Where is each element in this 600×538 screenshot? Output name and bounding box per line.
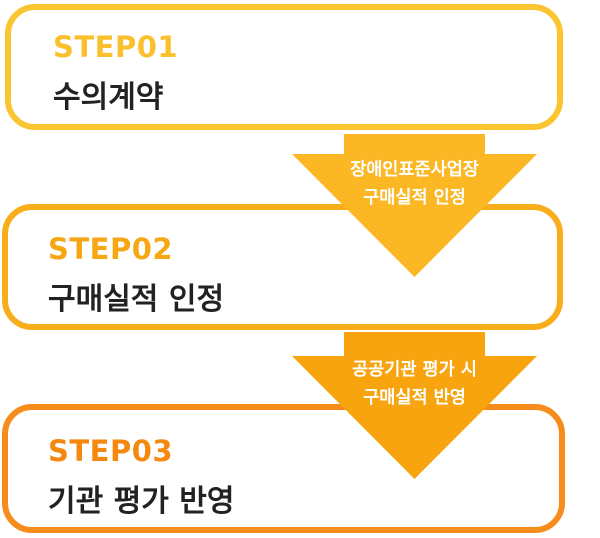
arrow-shape-1: [292, 134, 537, 277]
step-box-2: STEP02 구매실적 인정: [2, 204, 563, 330]
arrow-text-2-line-1: 공공기관 평가 시: [352, 360, 477, 380]
arrow-text-2: 공공기관 평가 시 구매실적 반영: [292, 356, 537, 412]
connector-arrow-1: 장애인표준사업장 구매실적 인정: [292, 134, 537, 277]
arrow-down-icon: [292, 134, 537, 277]
step-box-1: STEP01 수의계약: [5, 4, 563, 130]
step-title-3: 기관 평가 반영: [48, 484, 235, 519]
step-box-3: STEP03 기관 평가 반영: [2, 404, 565, 533]
step-title-2: 구매실적 인정: [48, 282, 225, 317]
step-label-3: STEP03: [48, 434, 174, 468]
connector-arrow-2: 공공기관 평가 시 구매실적 반영: [292, 332, 537, 479]
step-title-1: 수의계약: [53, 80, 164, 115]
step-label-2: STEP02: [48, 232, 174, 266]
arrow-text-1: 장애인표준사업장 구매실적 인정: [292, 156, 537, 212]
arrow-text-1-line-2: 구매실적 인정: [363, 188, 466, 208]
step-label-1: STEP01: [53, 30, 179, 64]
arrow-text-2-line-2: 구매실적 반영: [363, 388, 466, 408]
arrow-text-1-line-1: 장애인표준사업장: [350, 160, 479, 180]
arrow-shape-2: [292, 332, 537, 479]
arrow-down-icon: [292, 332, 537, 479]
